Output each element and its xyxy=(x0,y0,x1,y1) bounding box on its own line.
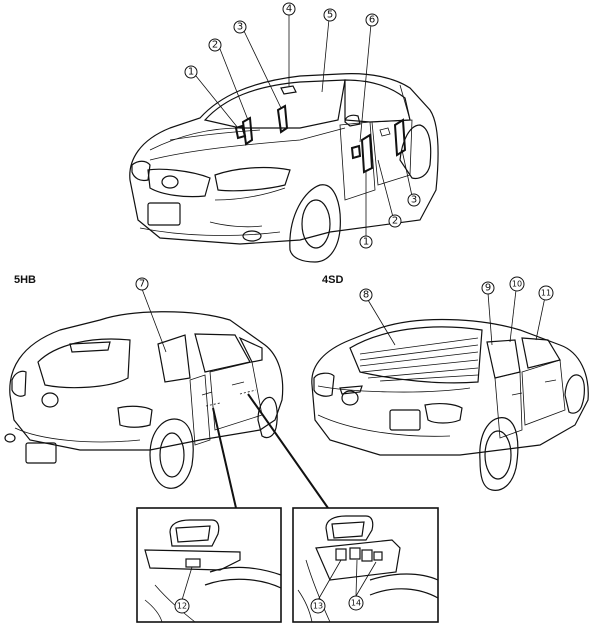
inset-left xyxy=(136,507,282,623)
callout-8: 8 xyxy=(359,288,373,302)
svg-text:13: 13 xyxy=(313,602,323,611)
top-car xyxy=(129,73,439,263)
svg-text:8: 8 xyxy=(363,290,369,301)
label-4sd: 4SD xyxy=(322,274,343,286)
svg-text:9: 9 xyxy=(485,283,491,294)
callout-3b: 3 xyxy=(407,193,421,207)
svg-text:10: 10 xyxy=(512,280,522,289)
svg-text:7: 7 xyxy=(139,279,145,290)
callout-11: 11 xyxy=(538,285,554,301)
top-leaders xyxy=(195,12,413,238)
sedan-car xyxy=(311,318,589,491)
svg-text:6: 6 xyxy=(369,15,375,26)
callout-3a: 3 xyxy=(233,20,247,34)
callout-6: 6 xyxy=(365,13,379,27)
callout-14: 14 xyxy=(348,595,364,611)
svg-text:1: 1 xyxy=(188,67,194,78)
callout-4: 4 xyxy=(282,2,296,16)
svg-text:14: 14 xyxy=(351,599,361,608)
callout-2b: 2 xyxy=(388,214,402,228)
svg-text:2: 2 xyxy=(392,216,398,227)
callout-10: 10 xyxy=(509,276,525,292)
callout-13: 13 xyxy=(310,598,326,614)
callout-5: 5 xyxy=(323,8,337,22)
callout-2a: 2 xyxy=(208,38,222,52)
svg-text:11: 11 xyxy=(541,289,551,298)
svg-text:5: 5 xyxy=(327,10,333,21)
callout-9: 9 xyxy=(481,281,495,295)
svg-text:3: 3 xyxy=(237,22,243,33)
svg-text:2: 2 xyxy=(212,40,218,51)
svg-text:12: 12 xyxy=(177,602,187,611)
inset-right xyxy=(292,507,439,623)
svg-text:3: 3 xyxy=(411,195,417,206)
svg-text:1: 1 xyxy=(363,237,369,248)
hatchback-car xyxy=(4,311,284,489)
bottom-leaders xyxy=(141,288,546,509)
callout-7: 7 xyxy=(135,277,149,291)
callout-1b: 1 xyxy=(359,235,373,249)
callout-1a: 1 xyxy=(184,65,198,79)
label-5hb: 5HB xyxy=(14,274,36,286)
callout-12: 12 xyxy=(174,598,190,614)
svg-text:4: 4 xyxy=(286,4,292,15)
